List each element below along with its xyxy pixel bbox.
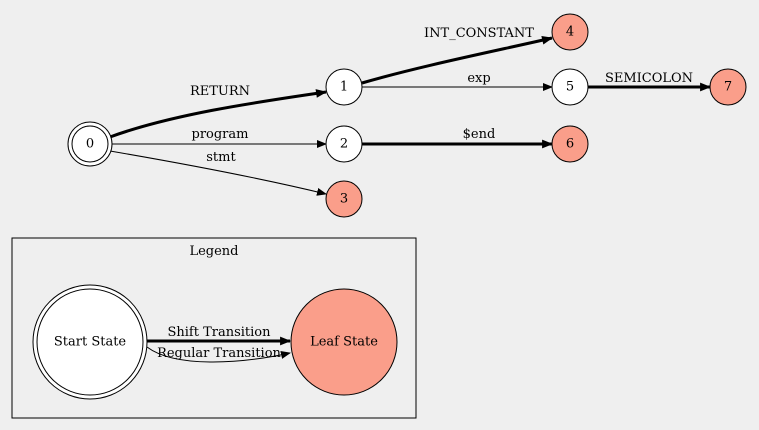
state-node-1: 1 bbox=[325, 68, 363, 106]
legend-regular-label: Regular Transition bbox=[157, 346, 281, 361]
legend-box bbox=[11, 237, 417, 419]
state-node-2-label: 2 bbox=[340, 137, 348, 152]
state-node-0: 0 bbox=[67, 121, 113, 167]
legend-title: Legend bbox=[189, 244, 238, 259]
legend: Legend Start State Leaf State Shift Tran… bbox=[11, 237, 417, 419]
state-node-3-circle bbox=[325, 180, 363, 218]
state-node-2: 2 bbox=[325, 125, 363, 163]
state-node-6-circle bbox=[551, 125, 589, 163]
edge-label-2-to-6: $end bbox=[463, 127, 496, 142]
state-node-7-circle bbox=[709, 68, 747, 106]
state-node-7-label: 7 bbox=[724, 80, 732, 95]
edge-label-0-to-2: program bbox=[192, 127, 249, 142]
state-node-5-circle bbox=[551, 68, 589, 106]
state-node-6: 6 bbox=[551, 125, 589, 163]
state-node-4: 4 bbox=[551, 13, 589, 51]
state-node-5-label: 5 bbox=[566, 80, 574, 95]
edge-label-1-to-4: INT_CONSTANT bbox=[424, 26, 534, 41]
state-node-1-circle bbox=[325, 68, 363, 106]
nodes-layer: 0 1 2 3 4 5 6 7 bbox=[67, 13, 747, 218]
edge-1-to-4 bbox=[361, 35, 554, 85]
edge-0-to-3 bbox=[109, 150, 327, 196]
legend-shift-label: Shift Transition bbox=[167, 325, 271, 340]
edge-label-0-to-1: RETURN bbox=[190, 84, 250, 99]
state-node-5: 5 bbox=[551, 68, 589, 106]
legend-start-state-label: Start State bbox=[54, 335, 127, 350]
legend-regular-edge bbox=[146, 346, 291, 363]
state-node-6-label: 6 bbox=[566, 137, 574, 152]
edge-label-1-to-5: exp bbox=[467, 71, 490, 86]
state-node-2-circle bbox=[325, 125, 363, 163]
legend-start-state-inner bbox=[36, 288, 144, 396]
state-node-7: 7 bbox=[709, 68, 747, 106]
edge-label-5-to-7: SEMICOLON bbox=[605, 71, 693, 86]
legend-leaf-state-label: Leaf State bbox=[310, 335, 378, 350]
edge-0-to-1 bbox=[109, 89, 328, 139]
state-node-0-circle bbox=[71, 125, 109, 163]
state-node-1-label: 1 bbox=[340, 80, 348, 95]
state-node-4-label: 4 bbox=[566, 25, 574, 40]
state-node-3-label: 3 bbox=[340, 192, 348, 207]
state-node-3: 3 bbox=[325, 180, 363, 218]
state-node-4-circle bbox=[551, 13, 589, 51]
state-node-0-label: 0 bbox=[86, 137, 94, 152]
edge-label-0-to-3: stmt bbox=[206, 150, 236, 165]
